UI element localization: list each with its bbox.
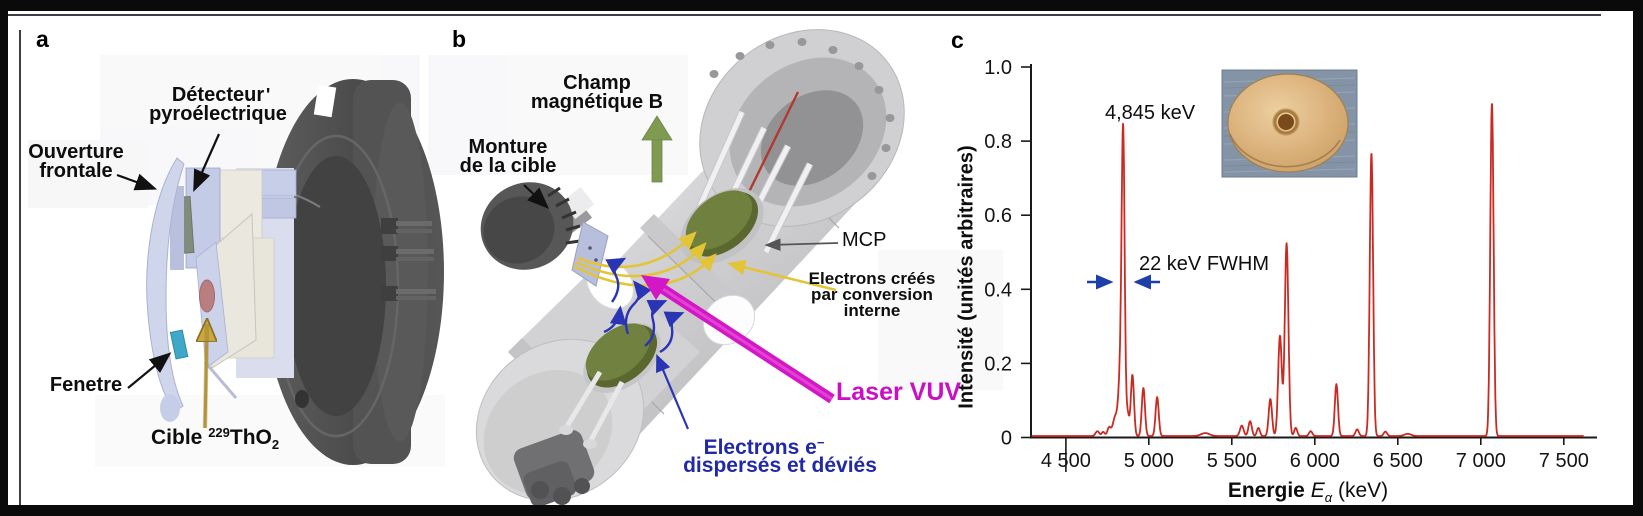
- pyroelectric-detector-render: [116, 79, 444, 465]
- annotation-peak-energy: 4,845 keV: [1104, 102, 1196, 124]
- detector-tick-mark: ': [266, 85, 271, 105]
- inset-target-photo: [1221, 69, 1358, 178]
- panel-letter-b: b: [452, 26, 467, 52]
- label-scattered-electrons-line1: Electrons e−: [703, 435, 825, 459]
- background-patches: [28, 55, 1003, 467]
- label-conversion-electrons: Electrons créés par conversion interne: [808, 269, 936, 320]
- detector-assembly: [146, 157, 297, 422]
- label-pyroelectric-detector: Détecteur pyroélectrique: [149, 84, 287, 125]
- figure-canvas: 4 500 5 000 5 500 6 000 6 500 7 000 7 500 0 0.2…: [8, 11, 1633, 505]
- panel-letter-a: a: [36, 26, 49, 52]
- alpha-spectrum-chart: 4 500 5 000 5 500 6 000 6 500 7 000 7 500 0 0.2…: [984, 57, 1597, 472]
- feedthrough-pins: [381, 218, 436, 301]
- y-tick-label: 0.6: [984, 205, 1012, 227]
- conversion-pointer-arrow: [727, 259, 837, 292]
- label-target-mount: Monture de la cible: [459, 136, 557, 177]
- top-rule: [8, 14, 1601, 16]
- y-tick-label: 0: [1001, 428, 1012, 450]
- annotation-fwhm: 22 keV FWHM: [1139, 253, 1270, 275]
- window-element: [169, 329, 189, 360]
- left-rule: [19, 30, 21, 505]
- label-scattered-electrons-line2: dispersés et déviés: [683, 454, 877, 477]
- x-tick-label: 5 000: [1124, 450, 1174, 472]
- label-magnetic-field: Champ magnétique B: [530, 72, 664, 113]
- x-axis-ticks: 4 500 5 000 5 500 6 000 6 500 7 000 7 500: [1041, 437, 1589, 472]
- target-disc: [199, 279, 215, 313]
- y-tick-label: 0.4: [984, 279, 1012, 301]
- mcp-lower-disc: [559, 323, 661, 449]
- scattered-electron-trajectories: [603, 257, 685, 354]
- label-laser-vuv: Laser VUV: [836, 378, 962, 406]
- chart-y-axis-label: Intensité (unités arbitraires): [955, 145, 978, 409]
- magnetic-field-arrow: [641, 115, 673, 183]
- target-spot: [1278, 114, 1294, 130]
- mcp-pointer-arrow: [764, 238, 839, 251]
- label-frontal-aperture: Ouverture frontale: [28, 141, 124, 182]
- x-tick-label: 6 000: [1290, 450, 1340, 472]
- top-flange: [699, 29, 905, 227]
- y-tick-label: 1.0: [984, 57, 1012, 79]
- panel-letter-c: c: [951, 27, 964, 53]
- bolt-holes: [709, 38, 895, 180]
- chart-x-axis-label: Energie Eα (keV): [1227, 479, 1389, 505]
- y-axis-ticks: 0 0.2 0.4 0.6 0.8 1.0: [984, 57, 1031, 450]
- vacuum-flange: [257, 79, 444, 465]
- label-mcp: MCP: [842, 229, 887, 251]
- x-tick-label: 7 000: [1456, 450, 1506, 472]
- figure-artwork: 4 500 5 000 5 500 6 000 6 500 7 000 7 500 0 0.2…: [28, 29, 1597, 505]
- x-tick-label: 6 500: [1373, 450, 1423, 472]
- mount-pointer-arrow: [523, 184, 550, 210]
- x-tick-label: 4 500: [1041, 450, 1091, 472]
- x-tick-label: 5 500: [1207, 450, 1257, 472]
- y-tick-label: 0.8: [984, 131, 1012, 153]
- laser-vuv-arrow: [641, 275, 835, 404]
- y-tick-label: 0.2: [984, 353, 1012, 375]
- panel-a-pointer-arrows: [116, 133, 221, 389]
- target-mount-disc: [480, 182, 609, 287]
- vacuum-chamber-render: [475, 29, 905, 505]
- target-pointer-arrow: [205, 324, 207, 429]
- alpha-spectrum-curve: [1031, 103, 1585, 437]
- label-window: Fenetre: [49, 374, 123, 396]
- x-tick-label: 7 500: [1539, 450, 1589, 472]
- red-wire: [744, 91, 800, 199]
- label-target: Cible 229ThO2: [151, 425, 280, 452]
- scattered-pointer-arrow: [656, 353, 690, 430]
